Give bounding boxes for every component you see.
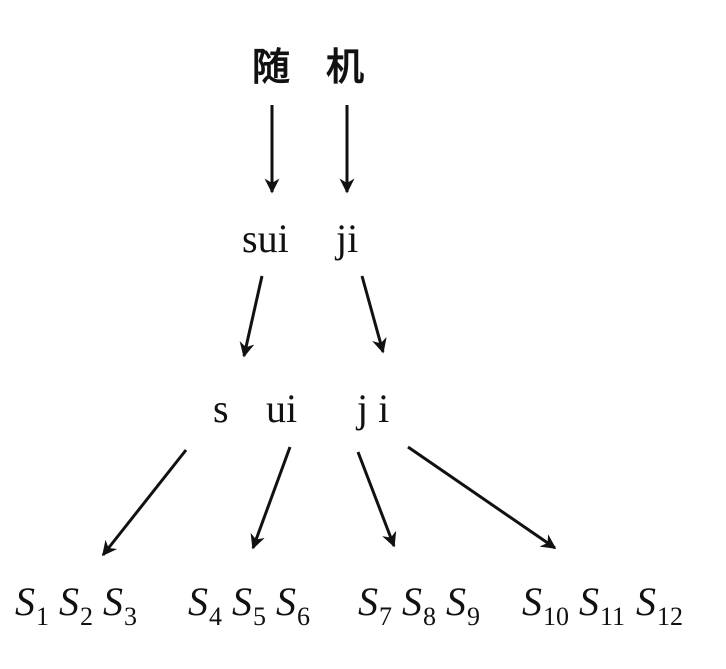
symbol-subscript: 8 — [423, 602, 436, 631]
char-ji: 机 — [326, 45, 364, 89]
symbol-letter: S — [103, 579, 123, 624]
symbol-letter: S — [522, 579, 542, 624]
symbol-letter: S — [15, 579, 35, 624]
char-sui: 随 — [252, 45, 290, 89]
arrow — [101, 449, 188, 557]
symbol-letter: S — [276, 579, 296, 624]
arrow — [356, 451, 397, 548]
symbol-subscript: 7 — [379, 602, 392, 631]
symbol-subscript: 9 — [467, 602, 480, 631]
symbol-letter: S — [59, 579, 79, 624]
arrow — [360, 275, 387, 354]
symbol-letter: S — [446, 579, 466, 624]
symbol-subscript: 11 — [600, 602, 625, 631]
symbol-subscript: 3 — [124, 602, 137, 631]
symbol-letter: S — [579, 579, 599, 624]
symbol-letter: S — [636, 579, 656, 624]
symbol-subscript: 2 — [80, 602, 93, 631]
symbol-subscript: 12 — [657, 602, 683, 631]
symbol-subscript: 10 — [543, 602, 569, 631]
symbol-subscript: 1 — [36, 602, 49, 631]
symbol-subscript: 5 — [253, 602, 266, 631]
symbol-letter: S — [188, 579, 208, 624]
segment-s: s — [213, 386, 229, 431]
arrow — [250, 446, 292, 550]
pinyin-sui: sui — [242, 216, 289, 261]
symbol-letter: S — [232, 579, 252, 624]
pinyin-ji: ji — [334, 216, 358, 261]
segment-ui: ui — [266, 386, 297, 431]
arrow — [407, 445, 557, 550]
arrow — [239, 275, 264, 358]
symbol-letter: S — [402, 579, 422, 624]
symbol-subscript: 6 — [297, 602, 310, 631]
symbol-subscript: 4 — [209, 602, 222, 631]
segment-ji: j i — [355, 386, 389, 431]
symbol-letter: S — [358, 579, 378, 624]
